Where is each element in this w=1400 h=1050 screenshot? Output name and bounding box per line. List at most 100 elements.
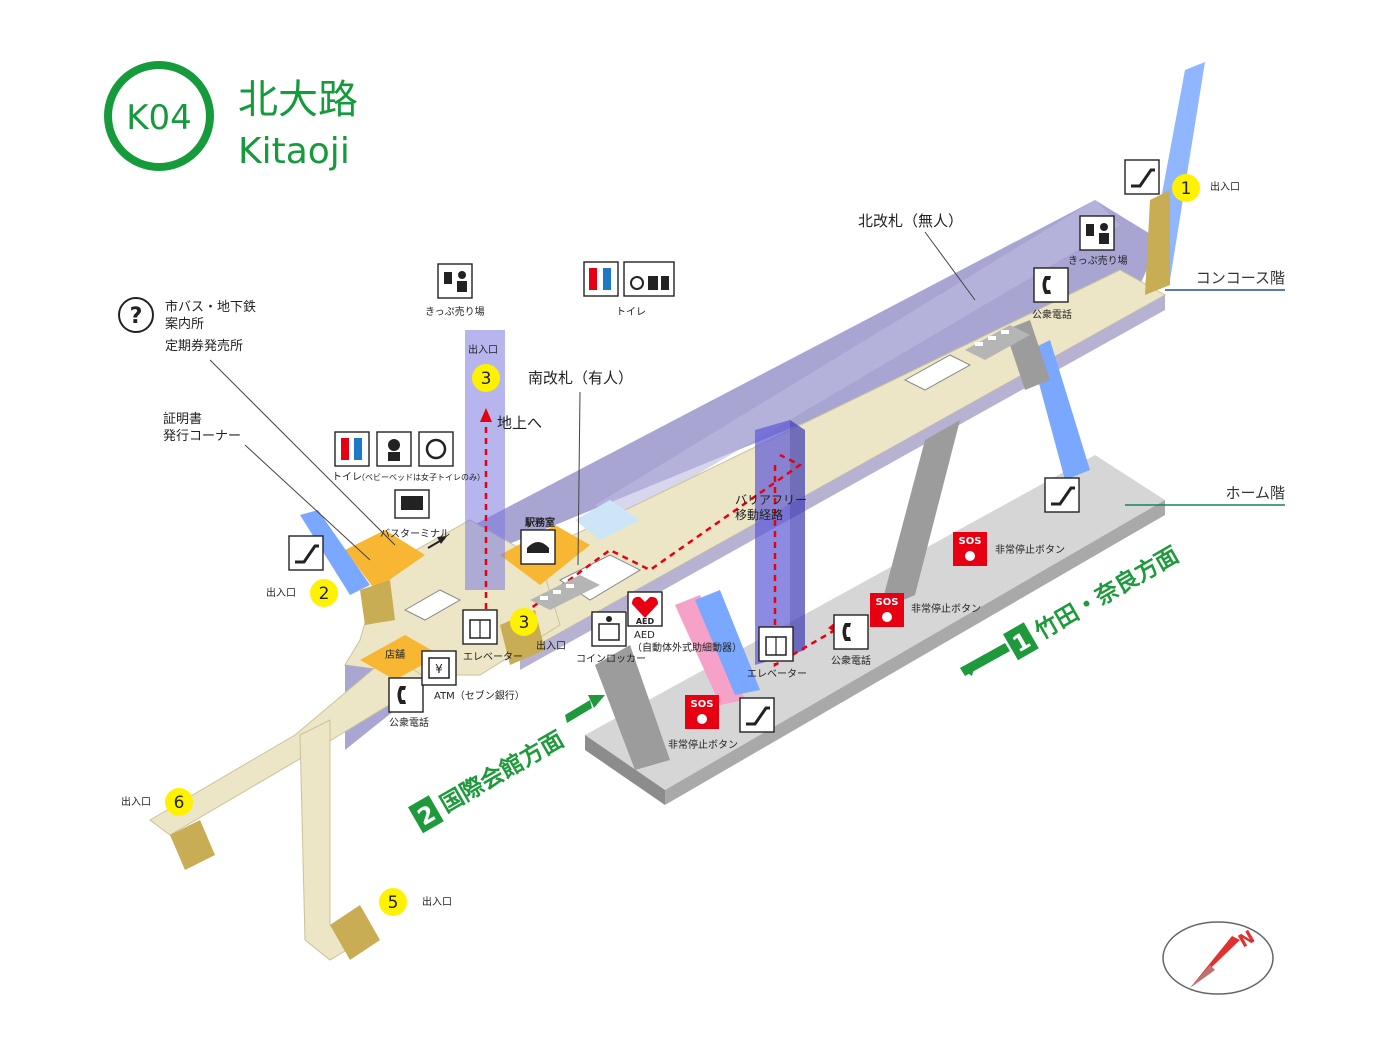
escalator-icon-4 (739, 697, 775, 733)
exit-1-label: 出入口 (1210, 180, 1240, 193)
coin-locker: コインロッカー (576, 611, 646, 665)
ticket-office-center: きっぷ売り場 (425, 263, 485, 318)
aed: AED AED （自動体外式助細動器） (627, 591, 742, 654)
phone-platform: 公衆電話 (831, 614, 871, 667)
station-office-label: 駅務室 (524, 516, 555, 529)
escalator-icon-3 (1044, 477, 1080, 513)
exit-1[interactable]: 1 出入口 (1172, 174, 1240, 202)
track2-label: 国際会館方面 (435, 726, 568, 818)
svg-text:SOS: SOS (876, 597, 899, 608)
svg-text:非常停止ボタン: 非常停止ボタン (668, 738, 738, 751)
concourse-wall (445, 200, 1160, 560)
exit-2-label: 出入口 (266, 586, 296, 599)
exit-2[interactable]: 2 出入口 (266, 579, 338, 607)
atm-icon (428, 657, 450, 679)
phone-icon (1042, 276, 1051, 294)
wheelchair-icon (425, 438, 447, 460)
level-concourse: コンコース階 (1196, 269, 1285, 287)
to-surface-label: 地上へ (497, 414, 542, 432)
exit-3[interactable]: 3 出入口 (510, 608, 566, 652)
exit-6[interactable]: 6 出入口 (121, 788, 193, 816)
elevator-west: エレベーター (462, 609, 523, 663)
svg-text:きっぷ売り場: きっぷ売り場 (1068, 254, 1128, 267)
svg-text:案内所: 案内所 (165, 316, 204, 332)
barrier-free-label2: 移動経路 (735, 507, 783, 522)
certificate-corner: 証明書 発行コーナー (163, 412, 371, 561)
barrier-free-route (484, 420, 836, 668)
svg-text:1: 1 (1181, 179, 1192, 199)
station-badge: K04 (104, 61, 214, 171)
south-gate-label: 南改札（有人） (528, 369, 633, 387)
atm: ¥ ATM（セブン銀行） (421, 650, 525, 702)
svg-text:ATM（セブン銀行）: ATM（セブン銀行） (434, 689, 525, 702)
svg-text:証明書: 証明書 (163, 412, 202, 427)
svg-text:エレベーター: エレベーター (747, 668, 807, 680)
svg-text:3: 3 (519, 613, 530, 633)
svg-text:トイレ: トイレ (332, 472, 362, 483)
bus-terminal: バスターミナル (380, 489, 450, 549)
svg-text:2: 2 (319, 584, 330, 604)
svg-text:6: 6 (174, 793, 185, 813)
svg-text:5: 5 (388, 893, 399, 913)
svg-text:きっぷ売り場: きっぷ売り場 (425, 305, 485, 318)
exit-6-label: 出入口 (121, 795, 151, 808)
station-name-jp: 北大路 (238, 77, 358, 123)
phone-west: 公衆電話 (388, 677, 429, 729)
ticket-machine-icon (444, 272, 452, 284)
svg-text:AED: AED (634, 630, 655, 641)
svg-text:AED: AED (636, 617, 655, 626)
exit-5-label: 出入口 (422, 895, 452, 908)
svg-text:エレベーター: エレベーター (463, 651, 523, 663)
phone-north: 公衆電話 (1032, 267, 1072, 321)
svg-text:トイレ: トイレ (616, 307, 646, 318)
escalator-icon-2 (288, 535, 324, 571)
station-office (520, 529, 556, 565)
svg-text:公衆電話: 公衆電話 (1032, 308, 1072, 321)
toilet-center: トイレ (583, 261, 675, 318)
svg-text:（自動体外式助細動器）: （自動体外式助細動器） (632, 641, 742, 654)
info-counter: ? 市バス・地下鉄 案内所 定期券発売所 (118, 297, 396, 546)
exit-3-surface-label: 出入口 (468, 343, 498, 356)
baby-icon (388, 439, 400, 451)
south-gate (530, 575, 600, 610)
ticket-office-north: きっぷ売り場 (1068, 215, 1128, 267)
north-gate-label: 北改札（無人） (858, 212, 963, 230)
sos-1: SOS 非常停止ボタン (953, 532, 1065, 566)
toilet-icon (341, 438, 349, 460)
svg-text:公衆電話: 公衆電話 (831, 654, 871, 667)
exit-5[interactable]: 5 出入口 (379, 888, 452, 916)
svg-text:コインロッカー: コインロッカー (576, 653, 646, 665)
stairs (595, 320, 1090, 770)
svg-text:（ベビーベッドは女子トイレのみ）: （ベビーベッドは女子トイレのみ） (357, 472, 485, 482)
question-icon: ? (130, 304, 143, 329)
svg-text:発行コーナー: 発行コーナー (163, 429, 241, 444)
svg-text:¥: ¥ (435, 662, 443, 676)
sos-3: SOS 非常停止ボタン (668, 695, 738, 751)
svg-text:バスターミナル: バスターミナル (380, 528, 450, 540)
exit-3-label: 出入口 (536, 639, 566, 652)
svg-text:SOS: SOS (691, 699, 714, 710)
svg-text:市バス・地下鉄: 市バス・地下鉄 (165, 299, 256, 315)
escalator-icon-1 (1124, 159, 1160, 195)
svg-text:定期券発売所: 定期券発売所 (165, 338, 243, 354)
svg-text:非常停止ボタン: 非常停止ボタン (995, 543, 1065, 556)
svg-text:3: 3 (481, 369, 492, 389)
rooms (345, 500, 640, 680)
svg-text:公衆電話: 公衆電話 (389, 716, 429, 729)
direction-track2: 2 国際会館方面 (408, 695, 605, 834)
elevator-platform: エレベーター (747, 626, 807, 680)
coin-locker-icon (598, 623, 620, 641)
exit-3-surface[interactable]: 3 出入口 (468, 343, 500, 392)
station-code: K04 (126, 98, 192, 138)
compass-icon: N (1162, 921, 1274, 995)
shop-label: 店舗 (385, 648, 405, 661)
bus-icon (401, 496, 423, 510)
svg-text:非常停止ボタン: 非常停止ボタン (911, 602, 981, 615)
aed-icon (632, 596, 658, 618)
barrier-free-label: バリアフリー (735, 493, 807, 507)
north-gate (965, 325, 1030, 360)
toilet-west: トイレ （ベビーベッドは女子トイレのみ） (332, 431, 485, 483)
level-home: ホーム階 (1225, 484, 1285, 502)
sos-2: SOS 非常停止ボタン (870, 593, 981, 627)
